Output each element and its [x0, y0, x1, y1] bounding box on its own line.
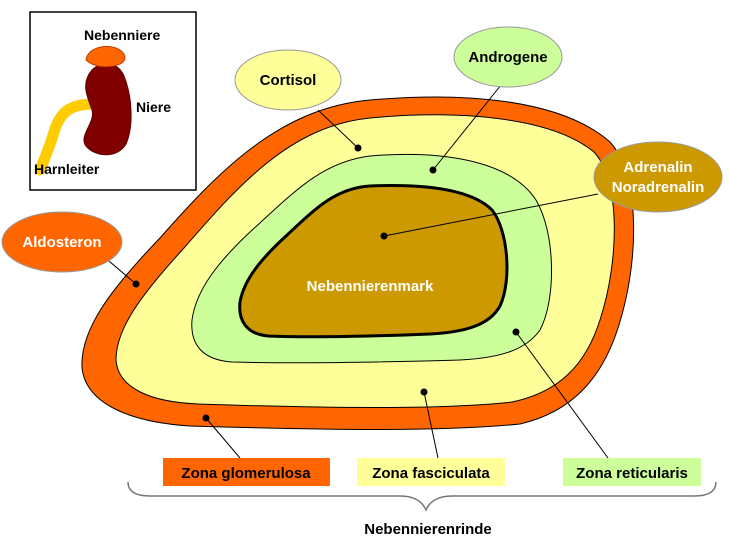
zone-label-glomerulosa: Zona glomerulosa — [163, 458, 330, 486]
aldosteron-ellipse — [1, 211, 123, 273]
noradrenalin-text: Noradrenalin — [612, 179, 705, 196]
kidney-shape — [83, 63, 132, 156]
label-cortisol: Cortisol — [234, 49, 342, 111]
leader-adrenalin — [383, 193, 599, 237]
leader-dots — [132, 144, 520, 422]
cortex-brace — [127, 481, 717, 512]
androgene-text: Androgene — [468, 49, 547, 66]
glomerulosa-box — [163, 458, 330, 486]
adrenalin-text: Adrenalin — [623, 159, 692, 176]
cortisol-text: Cortisol — [260, 72, 317, 89]
dot-androgene — [429, 166, 437, 174]
adrenalin-ellipse — [593, 141, 723, 213]
label-adrenalin: Adrenalin Noradrenalin — [593, 141, 723, 213]
leader-androgene — [432, 79, 506, 171]
fasciculata-text: Zona fasciculata — [372, 465, 490, 482]
inset-label-niere: Niere — [136, 99, 171, 115]
nebennierenmark-layer — [238, 184, 509, 339]
fasciculata-box — [357, 458, 505, 486]
nebennierenrinde-caption: Nebennierenrinde — [364, 521, 492, 538]
leader-glomerulosa — [205, 417, 241, 459]
kidney-inset: Nebenniere Niere Harnleiter — [29, 11, 197, 191]
dot-adrenalin — [380, 232, 388, 240]
ureter-shape — [34, 98, 100, 176]
cortisol-ellipse — [234, 49, 342, 111]
reticularis-box — [563, 458, 701, 486]
aldosteron-text: Aldosteron — [22, 234, 101, 251]
reticularis-text: Zona reticularis — [576, 465, 688, 482]
glomerulosa-text: Zona glomerulosa — [181, 465, 311, 482]
zone-label-fasciculata: Zona fasciculata — [357, 458, 505, 486]
label-androgene: Androgene — [453, 26, 563, 88]
nebennierenmark-label: Nebennierenmark — [307, 278, 434, 295]
dot-fasciculata — [420, 388, 428, 396]
androgene-ellipse — [453, 26, 563, 88]
leader-cortisol — [317, 109, 359, 149]
dot-reticularis — [512, 328, 520, 336]
leader-fasciculata — [423, 391, 439, 459]
inset-label-harnleiter: Harnleiter — [34, 161, 100, 177]
leader-reticularis — [515, 331, 609, 459]
dot-aldosteron — [132, 280, 140, 288]
zone-label-reticularis: Zona reticularis — [563, 458, 701, 486]
adrenal-gland-shape — [85, 46, 126, 68]
label-aldosteron: Aldosteron — [1, 211, 123, 273]
inset-label-nebenniere: Nebenniere — [84, 27, 160, 43]
dot-cortisol — [354, 144, 362, 152]
dot-glomerulosa — [202, 414, 210, 422]
